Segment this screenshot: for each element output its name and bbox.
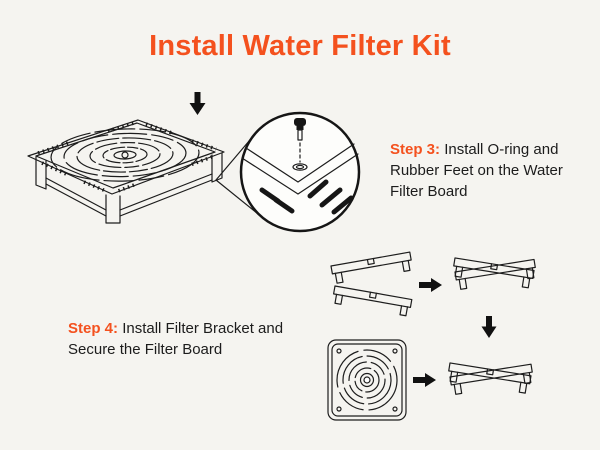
o-ring-icon	[292, 163, 308, 171]
step-4-text: Install Filter Bracket and Secure the Fi…	[68, 320, 284, 358]
step-3-label: Step 3:	[390, 141, 441, 158]
right-arrow-icon	[413, 373, 436, 387]
filter-board-secured-on-bracket	[448, 362, 533, 395]
right-arrow-icon	[419, 278, 442, 292]
down-arrow-icon	[189, 92, 206, 115]
step-3-instruction: Step 3: Install O-ring and Rubber Feet o…	[390, 139, 564, 202]
page-title: Install Water Filter Kit	[149, 30, 451, 62]
screw-icon	[294, 118, 306, 126]
water-filter-board-perspective	[27, 119, 225, 224]
filter-bracket-parts	[330, 251, 413, 317]
filter-board-top-view	[327, 339, 407, 421]
magnified-detail-circle	[215, 111, 361, 233]
filter-bracket-assembled	[453, 257, 536, 290]
step-3-text: Install O-ring and Rubber Feet on the Wa…	[390, 141, 563, 200]
step-4-instruction: Step 4: Install Filter Bracket and Secur…	[68, 318, 320, 360]
step-4-label: Step 4:	[68, 320, 119, 337]
down-arrow-icon	[481, 316, 497, 338]
